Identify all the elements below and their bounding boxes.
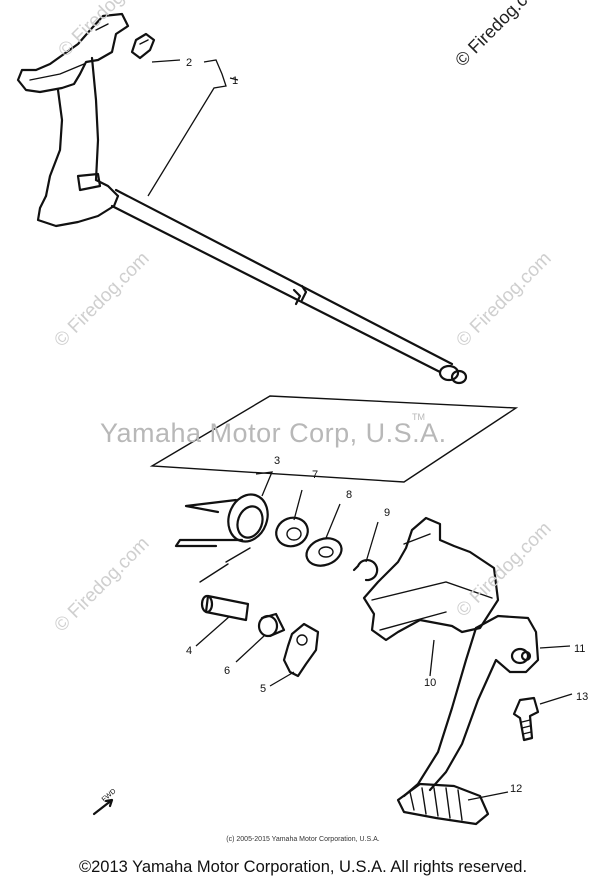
callout-numbers: 1 2 3 4 5 6 7 8 9 10 11 12 13 (186, 57, 588, 795)
fwd-marker: FWD (92, 788, 118, 816)
callout-3: 3 (274, 455, 280, 467)
shift-shaft-part (16, 12, 468, 385)
pin-part (200, 594, 250, 622)
callout-leaders (147, 59, 573, 801)
spring-pin-part (130, 32, 156, 60)
callout-6: 6 (224, 665, 230, 677)
copyright-small-text: (c) 2005-2015 Yamaha Motor Corporation, … (226, 836, 380, 843)
callout-11: 11 (574, 643, 585, 655)
copyright-text: ©2013 Yamaha Motor Corporation, U.S.A. A… (78, 858, 528, 876)
shift-spring-part (174, 493, 269, 548)
callout-9: 9 (384, 507, 390, 519)
bolt-part (512, 696, 540, 742)
collar-part (275, 516, 309, 548)
bushing-part (257, 612, 286, 638)
stopper-lever-part (362, 516, 500, 642)
callout-4: 4 (186, 645, 192, 657)
callout-5: 5 (260, 683, 266, 695)
callout-1: 1 (232, 75, 238, 87)
callout-8: 8 (346, 489, 352, 501)
circlip-part (352, 559, 379, 582)
callout-7: 7 (312, 469, 318, 481)
roller-bracket-part (282, 622, 320, 678)
group-outline-lower (199, 547, 251, 583)
shift-pedal-part (396, 614, 540, 826)
trademark-mark: TM (412, 412, 425, 422)
washer-part (305, 537, 343, 567)
callout-2: 2 (186, 57, 192, 69)
group-outline (149, 395, 519, 483)
callout-12: 12 (510, 783, 522, 795)
yamaha-watermark: Yamaha Motor Corp, U.S.A. (100, 418, 447, 448)
pivot-bolt-part (520, 650, 532, 662)
callout-10: 10 (424, 677, 436, 689)
callout-13: 13 (576, 691, 588, 703)
